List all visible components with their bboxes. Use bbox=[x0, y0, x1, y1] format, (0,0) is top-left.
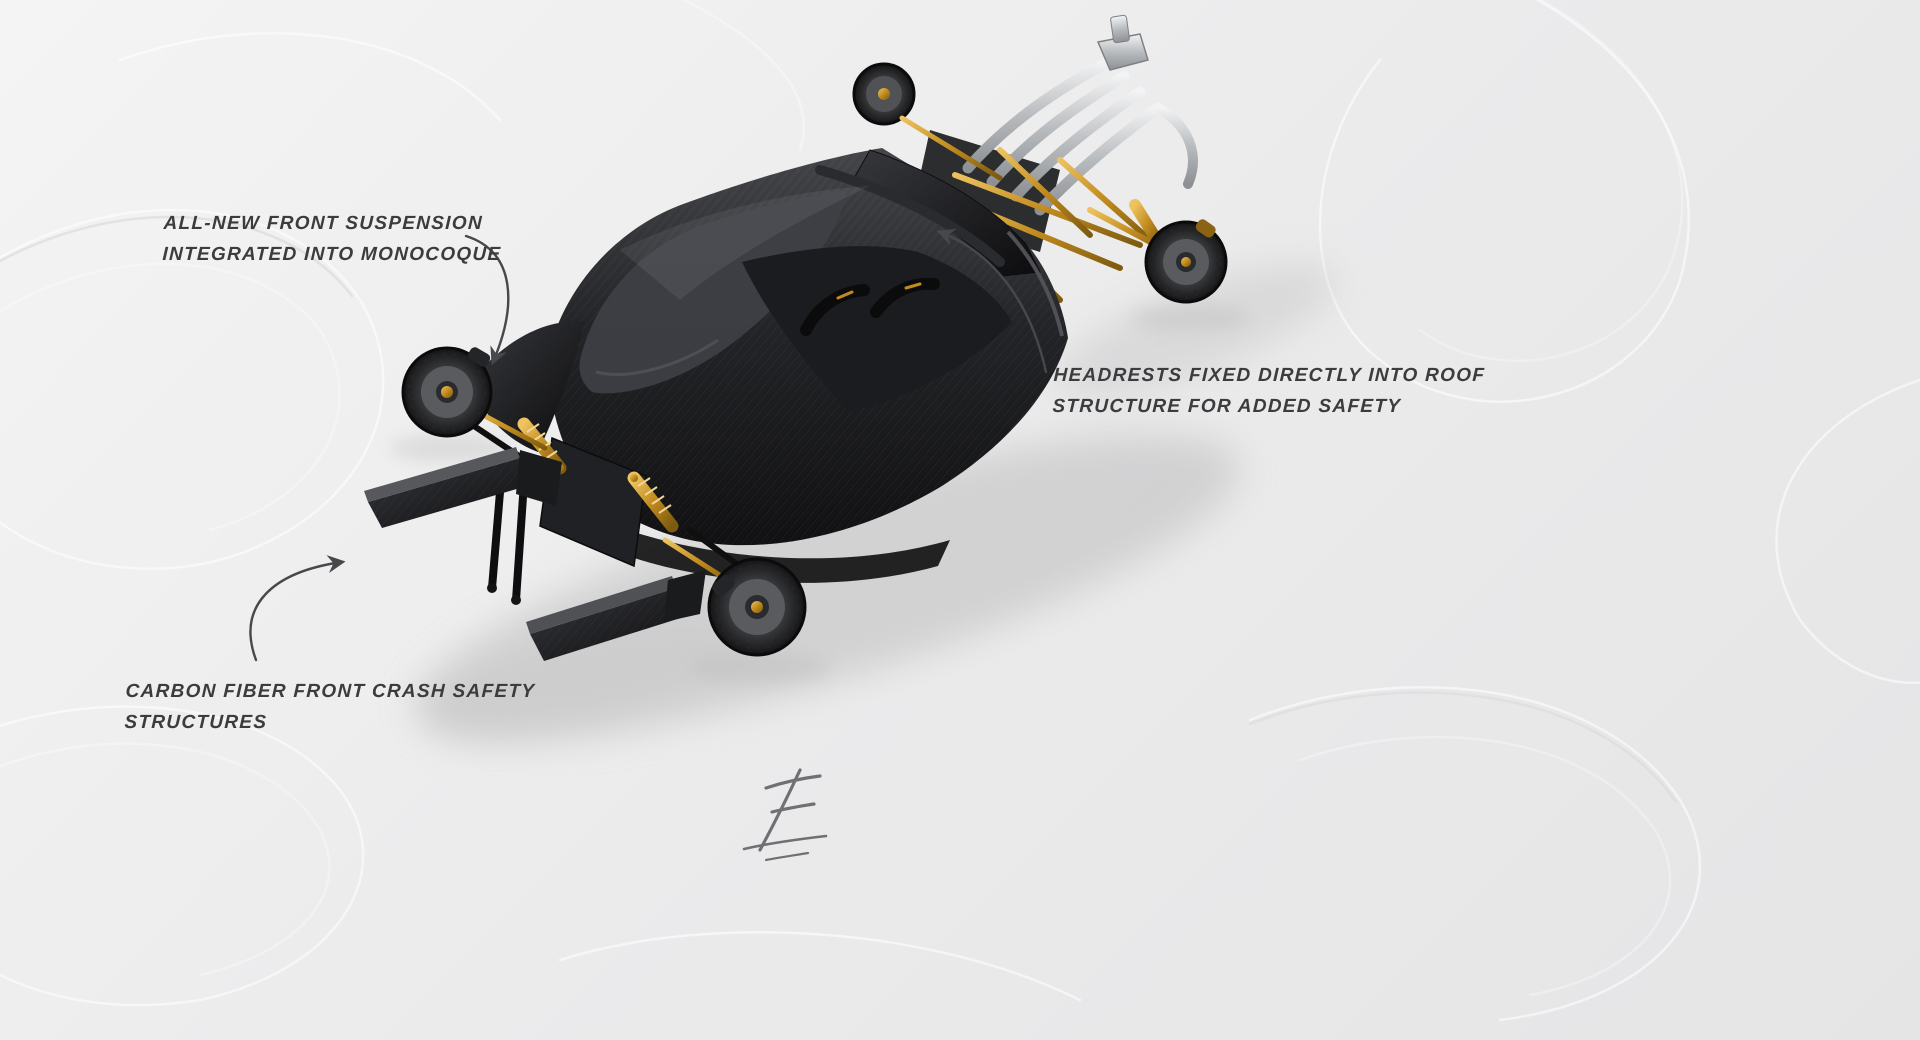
callout-front-suspension-line2: INTEGRATED INTO MONOCOQUE bbox=[162, 244, 502, 265]
callout-headrests-line2: STRUCTURE FOR ADDED SAFETY bbox=[1052, 396, 1402, 417]
brake-disc-rear-left bbox=[852, 62, 916, 126]
callout-front-suspension: ALL-NEW FRONT SUSPENSION INTEGRATED INTO… bbox=[162, 208, 503, 270]
front-crash-rails bbox=[364, 447, 706, 661]
brake-disc-front-left bbox=[401, 346, 493, 438]
carbon-seats bbox=[800, 277, 940, 336]
callout-headrests-line1: HEADRESTS FIXED DIRECTLY INTO ROOF bbox=[1053, 365, 1486, 386]
ground-shadow bbox=[390, 263, 1337, 742]
windshield-aperture bbox=[579, 190, 848, 394]
signature-mark-icon bbox=[742, 768, 828, 862]
arrow-front-suspension-icon bbox=[464, 234, 510, 366]
callout-crash-structures-line2: STRUCTURES bbox=[124, 712, 268, 733]
chassis-illustration bbox=[364, 14, 1337, 742]
callout-front-suspension-line1: ALL-NEW FRONT SUSPENSION bbox=[163, 213, 484, 234]
cockpit-opening bbox=[742, 246, 1012, 412]
callout-crash-structures-line1: CARBON FIBER FRONT CRASH SAFETY bbox=[125, 681, 536, 702]
engine-and-exhaust bbox=[912, 14, 1198, 252]
brake-disc-front-right bbox=[707, 557, 807, 657]
callout-arrows bbox=[249, 228, 1048, 662]
arrow-headrests-icon bbox=[936, 228, 1048, 374]
arrow-crash-structures-icon bbox=[249, 555, 346, 662]
callout-crash-structures: CARBON FIBER FRONT CRASH SAFETY STRUCTUR… bbox=[124, 676, 536, 738]
callout-headrests: HEADRESTS FIXED DIRECTLY INTO ROOF STRUC… bbox=[1052, 360, 1486, 422]
brake-disc-rear-right bbox=[1144, 219, 1228, 304]
monocoque-tub bbox=[548, 148, 1068, 583]
